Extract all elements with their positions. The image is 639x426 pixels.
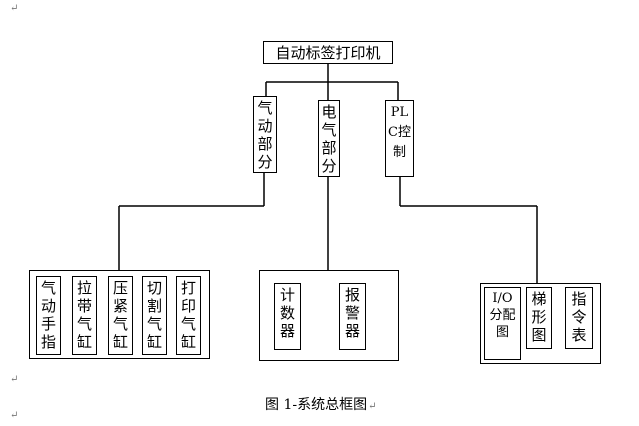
- branch-electrical-label: 电气部分: [321, 103, 337, 175]
- figure-caption: 图 1-系统总框图↵: [265, 394, 376, 414]
- leaf-label: 拉带气缸: [76, 279, 92, 351]
- branch-electrical: 电气部分: [318, 100, 340, 177]
- leaf-label: I/O分配图: [489, 291, 516, 340]
- leaf-label: 切割气缸: [146, 279, 162, 351]
- root-label: 自动标签打印机: [275, 44, 381, 62]
- branch-plc: PLC控制: [385, 100, 414, 177]
- branch-pneumatic-label: 气动部分: [257, 99, 273, 171]
- leaf-counter: 计数器: [274, 283, 301, 350]
- leaf-label: 指令表: [571, 290, 587, 344]
- leaf-cut-cylinder: 切割气缸: [142, 276, 167, 355]
- branch-pneumatic: 气动部分: [253, 96, 277, 173]
- leaf-press-cylinder: 压紧气缸: [108, 276, 133, 355]
- leaf-label: 计数器: [279, 286, 295, 340]
- group-plc: I/O分配图 梯形图 指令表: [480, 283, 601, 364]
- return-mark: ↵: [10, 3, 19, 14]
- branch-plc-label: PLC控制: [388, 105, 411, 160]
- leaf-alarm: 报警器: [339, 283, 366, 350]
- leaf-label: 气动手指: [40, 279, 56, 351]
- group-electrical: 计数器 报警器: [259, 270, 399, 361]
- leaf-pneumatic-finger: 气动手指: [36, 276, 61, 355]
- leaf-label: 打印气缸: [180, 279, 196, 351]
- leaf-print-cylinder: 打印气缸: [176, 276, 201, 355]
- return-mark: ↵: [10, 410, 19, 421]
- leaf-instruction-list: 指令表: [565, 287, 593, 349]
- group-pneumatic: 气动手指 拉带气缸 压紧气缸 切割气缸 打印气缸: [29, 270, 210, 359]
- leaf-label: 梯形图: [531, 290, 547, 344]
- leaf-label: 压紧气缸: [112, 279, 128, 351]
- leaf-label: 报警器: [344, 286, 360, 340]
- return-mark: ↵: [10, 374, 19, 385]
- root-node: 自动标签打印机: [263, 41, 393, 64]
- leaf-ladder-diagram: 梯形图: [526, 287, 552, 349]
- leaf-tape-cylinder: 拉带气缸: [72, 276, 97, 355]
- leaf-io-allocation: I/O分配图: [484, 287, 521, 360]
- caption-text: 图 1-系统总框图: [265, 397, 368, 413]
- return-mark: ↵: [368, 401, 377, 412]
